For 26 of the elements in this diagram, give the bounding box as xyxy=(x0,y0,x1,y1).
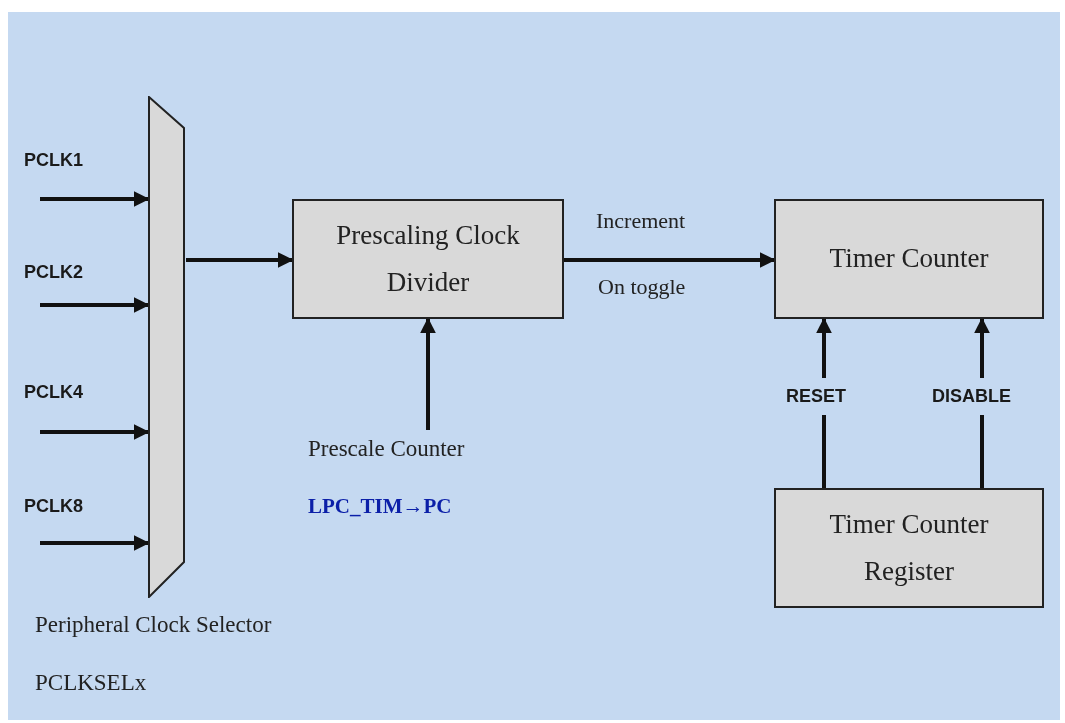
edge-note: On toggle xyxy=(598,274,686,300)
arrow xyxy=(40,297,150,313)
process-box xyxy=(774,199,1044,319)
edge-label: Increment xyxy=(596,208,686,234)
box-text: Prescaling Clock Divider xyxy=(335,218,521,299)
register-code: LPC_TIM→PC xyxy=(308,494,452,519)
arrow xyxy=(564,252,776,268)
signal-label: DISABLE xyxy=(930,378,1013,415)
signal-label: PCLK4 xyxy=(24,382,83,403)
multiplexer-trapezoid xyxy=(148,96,186,598)
arrow xyxy=(420,317,436,430)
arrow xyxy=(40,535,150,551)
box-text: Timer Counter Register xyxy=(828,507,990,588)
node-label: PCLKSELx xyxy=(35,670,147,696)
signal-label: PCLK8 xyxy=(24,496,83,517)
process-box xyxy=(292,199,564,319)
process-box xyxy=(774,488,1044,608)
signal-label: RESET xyxy=(784,378,848,415)
register-name: Prescale Counter xyxy=(308,436,465,462)
arrow xyxy=(40,191,150,207)
node-label: Peripheral Clock Selector xyxy=(35,612,272,638)
signal-label: PCLK2 xyxy=(24,262,83,283)
arrow xyxy=(186,252,294,268)
box-text: Timer Counter xyxy=(828,242,990,276)
arrow xyxy=(40,424,150,440)
signal-label: PCLK1 xyxy=(24,150,83,171)
